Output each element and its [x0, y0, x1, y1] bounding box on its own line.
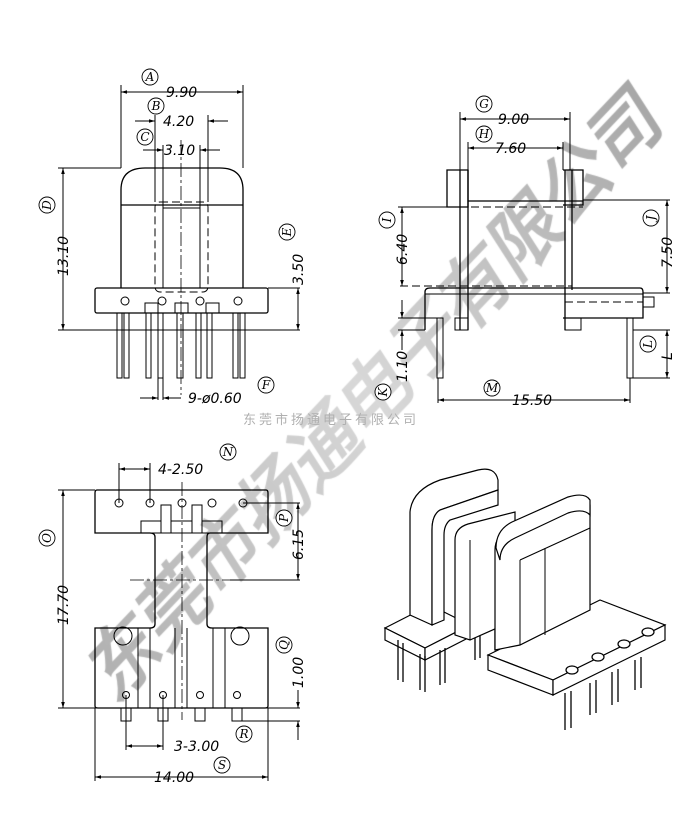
dim-value-i: 6.40: [395, 234, 411, 265]
dim-label-i: I: [380, 217, 394, 223]
dim-value-e: 3.50: [291, 254, 307, 285]
dim-value-k: 1.10: [395, 351, 411, 382]
front-pins: [116, 312, 246, 379]
dim-label-s: S: [218, 758, 226, 772]
dim-label-g: G: [479, 97, 489, 111]
bottom-flange-holes: [114, 498, 248, 508]
dim-value-g: 9.00: [498, 112, 529, 128]
dim-value-q: 1.00: [291, 657, 307, 688]
dim-value-n: 4-2.50: [158, 462, 203, 478]
dim-label-c: C: [140, 130, 149, 144]
dim-label-b: B: [151, 99, 161, 113]
dim-label-m: M: [485, 381, 499, 395]
dim-value-d: 13.10: [56, 236, 72, 276]
front-view: A 9.90 B 4.20 C 3.10 D 13.10 E 3.50 F 9-…: [38, 68, 307, 407]
iso-pins: [564, 627, 655, 730]
dim-label-d: D: [40, 200, 54, 211]
dim-label-a: A: [145, 70, 155, 84]
dim-label-j: J: [644, 214, 658, 223]
dim-value-r: 3-3.00: [174, 739, 219, 755]
dim-value-s: 14.00: [154, 770, 194, 786]
dim-label-r: R: [238, 727, 248, 741]
dim-value-c: 3.10: [164, 143, 195, 159]
dim-label-q: Q: [277, 640, 291, 650]
dim-label-o: O: [40, 533, 54, 543]
dim-value-h: 7.60: [495, 141, 526, 157]
dim-value-o: 17.70: [56, 585, 72, 625]
dim-value-b: 4.20: [163, 114, 194, 130]
dim-label-f: F: [261, 378, 271, 392]
bottom-view: N 4-2.50 O 17.70 P 6.15 Q 1.00 R 3-3.00 …: [38, 443, 307, 786]
dim-value-a: 9.90: [166, 85, 197, 101]
watermark-small: 东莞市扬通电子有限公司: [243, 412, 419, 428]
side-view: G 9.00 H 7.60 I 6.40 J 7.50 K 1.10 L L M…: [374, 95, 676, 409]
dim-value-j: 7.50: [660, 237, 676, 268]
dim-label-k: K: [376, 386, 390, 397]
dim-label-l: L: [641, 340, 655, 349]
dim-label-h: H: [478, 127, 490, 141]
dim-value-p: 6.15: [291, 529, 307, 560]
dim-label-n: N: [222, 445, 234, 459]
dim-label-p: P: [277, 513, 291, 523]
dim-value-m: 15.50: [512, 393, 552, 409]
dim-value-l: L: [660, 352, 676, 360]
dim-label-e: E: [280, 227, 294, 237]
isometric-view: [383, 468, 667, 730]
dim-value-f: 9-ø0.60: [188, 391, 242, 407]
front-holes: [120, 296, 243, 306]
